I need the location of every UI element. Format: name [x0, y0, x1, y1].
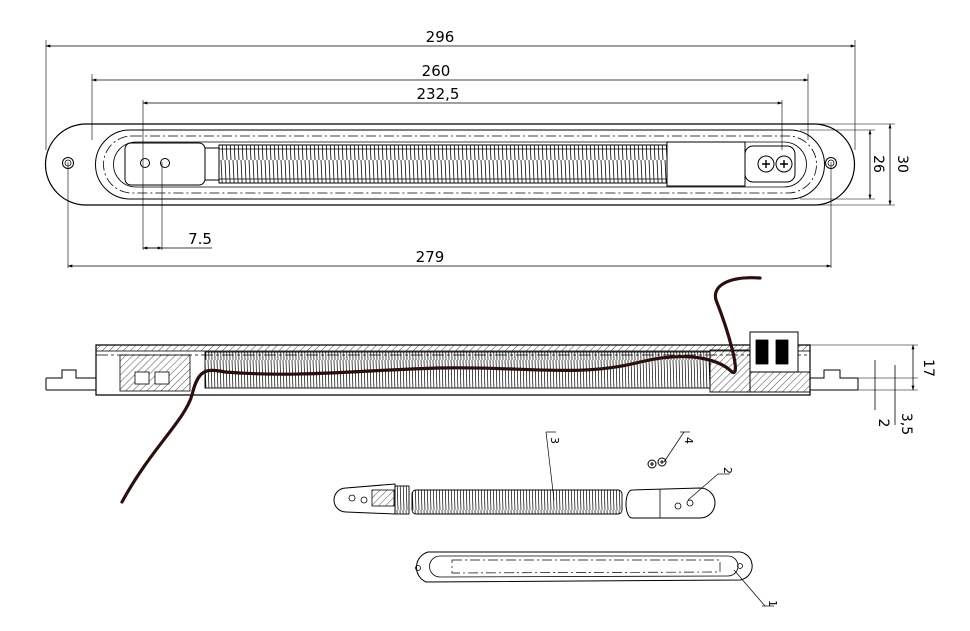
screw-head-1: [757, 155, 775, 173]
dim-label-3-5: 3,5: [898, 413, 914, 435]
dim-label-232-5: 232,5: [417, 85, 460, 103]
spring-coil: [218, 144, 668, 184]
part-end-cap: [625, 487, 716, 519]
housing-outline: [44, 123, 856, 206]
part-end-plug: [333, 483, 396, 515]
top-view: [44, 40, 895, 268]
power-cable: [120, 276, 762, 504]
part-spring: [411, 489, 623, 515]
exploded-view: [333, 431, 774, 607]
part-housing: [416, 551, 753, 583]
mount-hole-left: [62, 157, 74, 169]
part-label-3: 3: [548, 437, 561, 444]
section-spring: [204, 351, 711, 389]
dim-label-2: 2: [875, 419, 891, 428]
dim-label-260: 260: [422, 62, 451, 80]
side-view: [45, 331, 918, 425]
part-screws: [647, 457, 667, 469]
part-label-2: 2: [721, 467, 734, 474]
dim-label-279: 279: [416, 248, 445, 266]
dim-label-296: 296: [426, 28, 455, 46]
dim-label-26: 26: [870, 155, 886, 173]
dim-label-7-5: 7.5: [188, 230, 212, 248]
part-label-1: 1: [766, 600, 779, 607]
screw-head-2: [775, 155, 793, 173]
mount-hole-right: [825, 157, 837, 169]
part-label-4: 4: [682, 437, 695, 444]
dim-label-17: 17: [920, 359, 936, 377]
dim-label-30: 30: [894, 155, 910, 173]
